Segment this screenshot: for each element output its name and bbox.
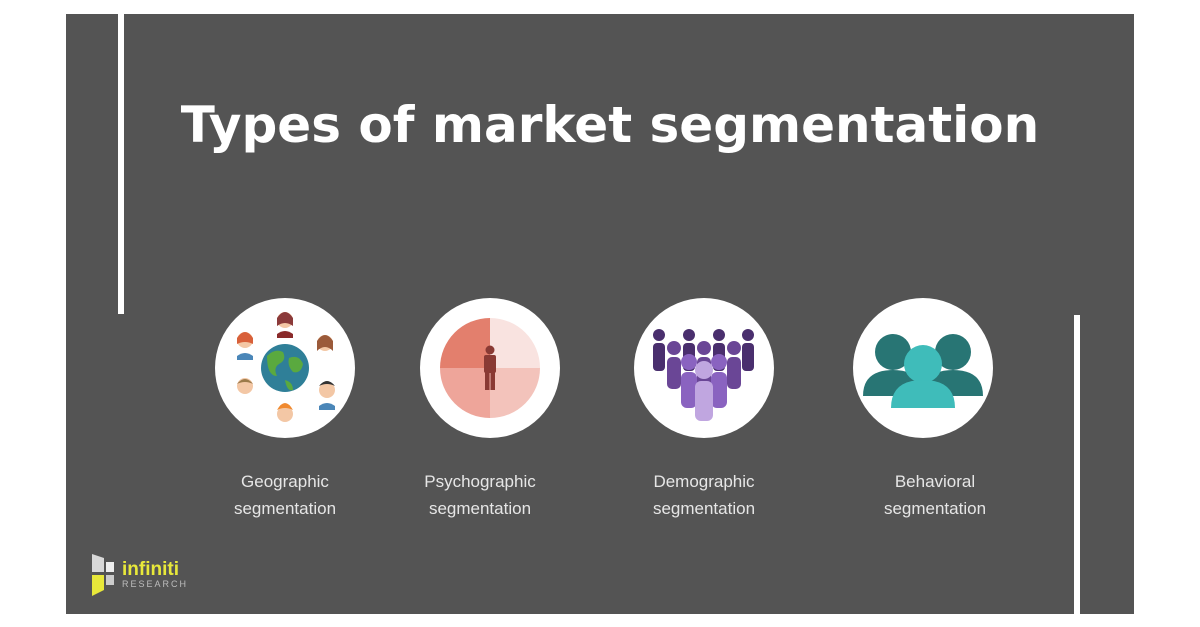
logo-mark-icon: [92, 554, 114, 596]
logo-name: infiniti: [122, 559, 179, 580]
left-divider: [118, 14, 124, 314]
page-title: Types of market segmentation: [180, 96, 1040, 154]
person-wheel-icon: [420, 298, 560, 438]
label-line1: Demographic: [653, 472, 755, 491]
segment-label-behavioral: Behavioral segmentation: [835, 468, 1035, 522]
globe-people-icon: [215, 298, 355, 438]
label-line2: segmentation: [233, 499, 337, 518]
logo-sub: RESEARCH: [122, 579, 189, 589]
right-divider: [1074, 315, 1080, 614]
label-line1: Behavioral: [894, 472, 976, 491]
label-line2: segmentation: [428, 499, 532, 518]
label-line1: Geographic: [241, 472, 329, 491]
segment-label-psychographic: Psychographic segmentation: [380, 468, 580, 522]
label-line2: segmentation: [883, 499, 987, 518]
segment-label-demographic: Demographic segmentation: [604, 468, 804, 522]
infiniti-logo: infiniti RESEARCH: [90, 554, 188, 596]
label-line2: segmentation: [652, 499, 756, 518]
crowd-icon: [634, 298, 774, 438]
group-icon: [853, 298, 993, 438]
label-line1: Psychographic: [424, 472, 536, 491]
segment-label-geographic: Geographic segmentation: [185, 468, 385, 522]
